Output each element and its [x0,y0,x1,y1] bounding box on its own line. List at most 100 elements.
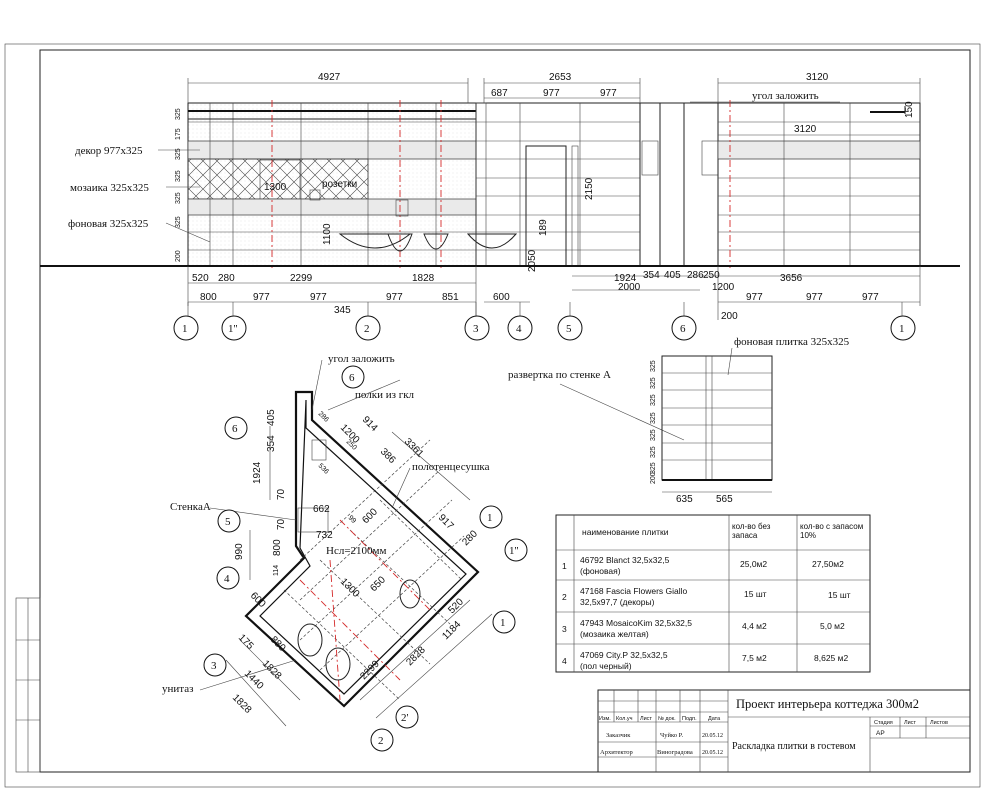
sweep-v1: 325 [650,377,657,389]
plan-dim-536: 536 [317,462,330,475]
sweep-v3: 325 [650,412,657,424]
dim-top-3120a: 3120 [806,72,829,83]
plan-dim-800: 800 [272,539,283,556]
plan-dim-405: 405 [266,409,277,426]
stamp-date2: 20.05.12 [702,750,723,756]
wall-a-sweep: развертка по стенке А фоновая плитка 325… [508,336,850,505]
side-binding-strip [15,597,41,773]
dim-b1-1924: 1924 [614,273,637,284]
plan-axis-5: 5 [225,516,231,528]
svg-text:(пол черный): (пол черный) [580,661,632,671]
plan-axis-markers: 6 6 5 4 3 2 2' 1 1'' 1 [203,365,528,752]
plan-axis-1b: 1 [500,617,506,629]
axis-elev-1b: 1 [899,323,905,335]
plan-dim-1924: 1924 [252,461,263,484]
dim-200: 2050 [527,249,538,272]
plan-wall-a-label: СтенкаА [170,501,211,513]
dim-1300: 1300 [264,182,287,193]
tbl-hdr-qty: кол-во без запаса [732,522,771,540]
vtick-6: 200 [175,250,182,262]
table-row: 1 46792 Blanct 32,5х32,5 (фоновая) 25,0м… [562,555,844,576]
dim-b2-977e: 977 [806,292,823,303]
plan-axis-2p: 2' [401,712,409,724]
plan-dim-1828b: 1828 [230,692,254,716]
plan-axis-3: 3 [211,660,217,672]
vtick-1: 175 [175,128,182,140]
plan-ceiling-label: Нсл=2100мм [326,545,386,557]
plan-axis-6a: 6 [349,372,355,384]
svg-text:15 шт: 15 шт [828,590,851,600]
dim-2050: 2150 [584,177,595,200]
stamp-col-doc: № док. [658,716,676,722]
elev-axis-markers: 1 1'' 2 3 4 5 6 1 [173,315,916,341]
dim-b2-851: 851 [442,292,459,303]
stamp-project-title: Проект интерьера коттеджа 300м2 [736,697,919,711]
plan-dim-662: 662 [313,504,330,515]
stamp-sheets-hdr: Листов [930,720,948,726]
sweep-v4: 325 [650,429,657,441]
dim-b1-405: 405 [664,270,681,281]
table-row: 4 47069 City.P 32,5х32,5 (пол черный) 7,… [562,650,848,671]
svg-text:15 шт: 15 шт [744,589,767,599]
dim-b2-977c: 977 [386,292,403,303]
sweep-h-635: 635 [676,494,693,505]
axis-elev-3: 3 [473,323,479,335]
stamp-role1: Заказчик [606,732,631,739]
svg-text:46792 Blanct 32,5х32,5: 46792 Blanct 32,5х32,5 [580,555,670,565]
table-row: 3 47943 MosaicoKim 32,5х32,5 (мозаика же… [562,618,845,639]
svg-text:(мозаика желтая): (мозаика желтая) [580,629,649,639]
stamp-sheet-hdr: Лист [904,720,916,726]
plan-dim-99: 99 [347,514,358,525]
stamp-date1: 20.05.12 [702,733,723,739]
plan-axis-1a: 1 [487,512,493,524]
dim-b1-1828: 1828 [412,273,435,284]
mosaic-label: мозаика 325х325 [70,182,149,194]
plan-dim-114: 114 [273,565,280,576]
door-opening [525,145,567,267]
decor-band [187,140,477,160]
stamp-col-list: Лист [640,716,652,722]
plan-dim-1440: 1440 [242,668,266,692]
plan-dim-70b: 70 [276,518,287,530]
stamp-name1: Чуйко Р. [660,732,683,739]
plan-shelves-label: полки из гкл [355,389,415,401]
stamp-stage-hdr: Стадия [874,720,893,726]
plan-toilet [297,623,323,657]
plan-toilet-label: унитаз [162,683,193,695]
dim-top-977a: 977 [543,88,560,99]
dim-2150: 189 [538,219,549,236]
plan-dim-732: 732 [316,530,333,541]
outlet-label: розетки [322,179,357,190]
dim-top-4927: 4927 [318,72,341,83]
plan-dim-600a: 600 [360,506,380,526]
floor-plan: угол заложить полки из гкл полотенцесушк… [162,353,528,752]
axis-elev-5: 5 [566,323,572,335]
tile-quantity-table: наименование плитки кол-во без запаса ко… [555,514,871,673]
svg-text:47943 MosaicoKim 32,5х32,5: 47943 MosaicoKim 32,5х32,5 [580,618,692,628]
stamp-col-date: Дата [708,716,721,722]
svg-text:3: 3 [562,624,567,634]
plan-dim-600b: 600 [248,590,268,610]
plan-dim-280: 280 [460,528,480,548]
sweep-v0: 325 [650,360,657,372]
table-row: 2 47168 Fascia Flowers Giallo 32,5х97,7 … [562,586,851,607]
sweep-title: развертка по стенке А [508,369,611,381]
dim-b1-520: 520 [192,273,209,284]
plan-dim-386: 386 [378,446,398,466]
stamp-col-sign: Подп. [682,716,697,722]
dim-b2-600: 600 [493,292,510,303]
plan-dim-914: 914 [360,414,380,434]
stamp-name2: Виноградова [657,749,693,756]
dim-b1-250: 250 [703,270,720,281]
plan-axis-4: 4 [224,573,230,585]
svg-text:(фоновая): (фоновая) [580,566,621,576]
wall-elevation: розетки 1300 1100 189 2150 2050 [40,72,960,341]
dim-b1-354: 354 [643,270,660,281]
sheet-outer-frame [4,43,981,788]
svg-text:5,0 м2: 5,0 м2 [820,621,845,631]
svg-text:25,0м2: 25,0м2 [740,559,767,569]
dim-top-2653: 2653 [549,72,572,83]
dim-top-150: 150 [904,101,915,118]
dim-1100: 1100 [322,223,333,245]
